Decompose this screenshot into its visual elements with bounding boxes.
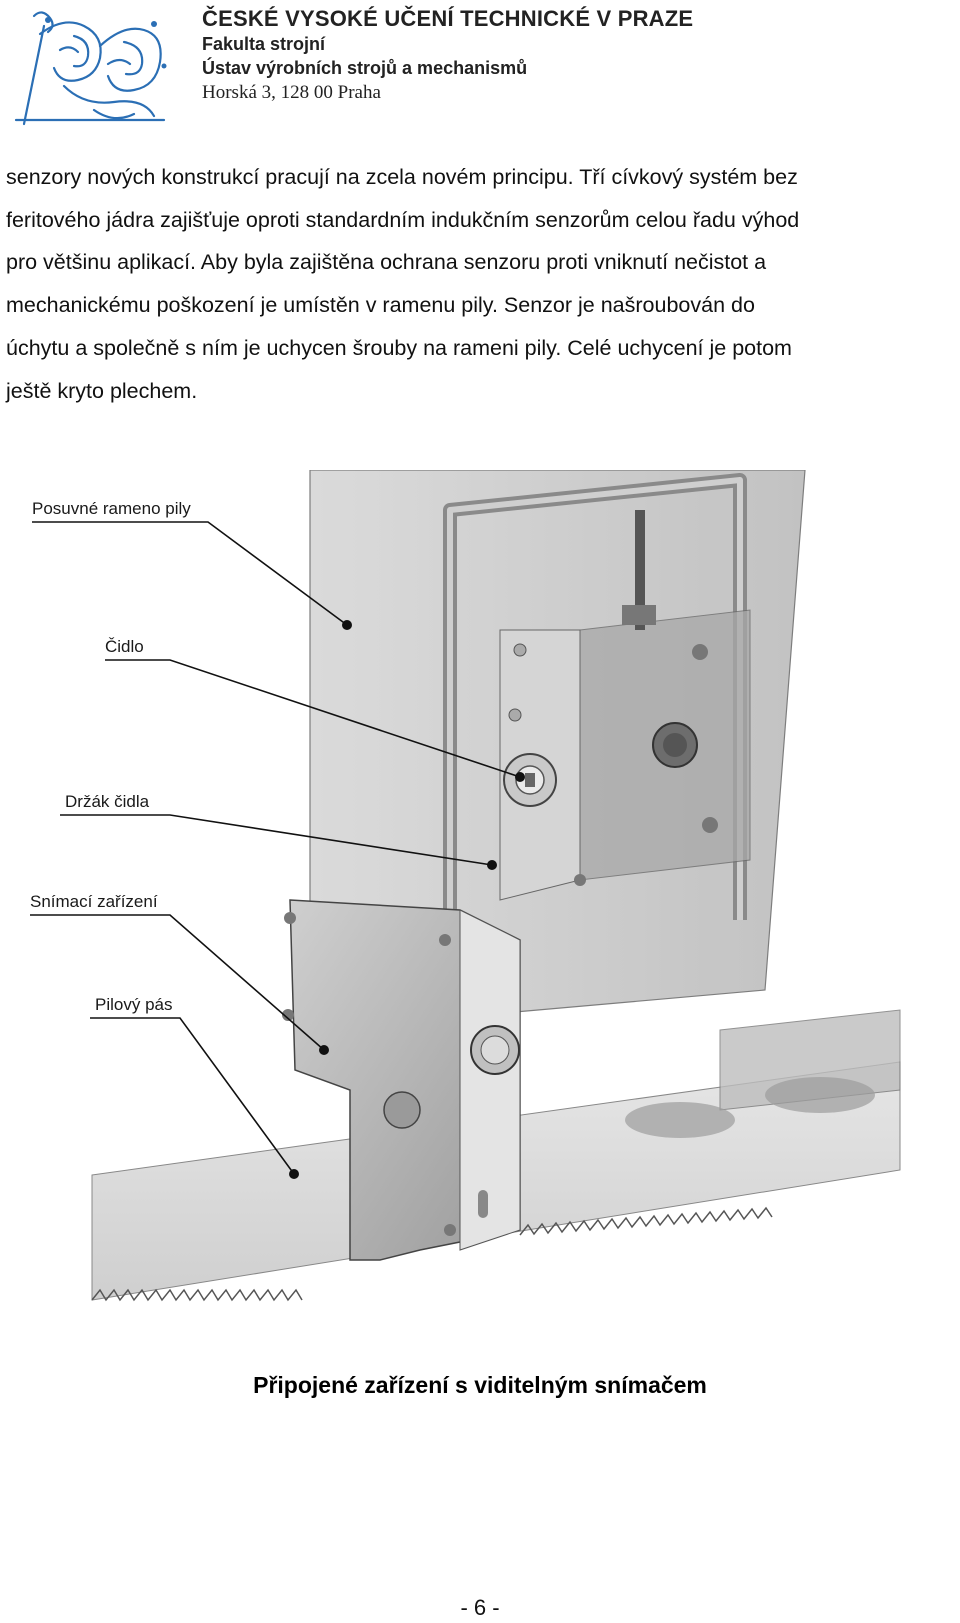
body-paragraph: senzory nových konstrukcí pracují na zce… xyxy=(6,156,946,412)
institute-name: Ústav výrobních strojů a mechanismů xyxy=(202,58,528,78)
sensor-assembly-drawing: Posuvné rameno pily Čidlo Držák čidla Sn… xyxy=(30,470,901,1302)
label-sensor: Čidlo xyxy=(105,637,144,656)
university-logo xyxy=(14,11,167,126)
figure-illustration: Posuvné rameno pily Čidlo Držák čidla Sn… xyxy=(20,470,940,1340)
address: Horská 3, 128 00 Praha xyxy=(202,82,381,103)
body-line: ještě kryto plechem. xyxy=(6,378,198,403)
label-sensor-holder: Držák čidla xyxy=(65,792,150,811)
body-line: mechanickému poškození je umístěn v rame… xyxy=(6,293,755,318)
figure-caption: Připojené zařízení s viditelným snímačem xyxy=(253,1372,707,1398)
sensing-device xyxy=(282,899,521,1261)
mounting-block xyxy=(499,510,751,901)
label-sensing-device: Snímací zařízení xyxy=(30,892,158,911)
body-line: pro většinu aplikací. Aby byla zajištěna… xyxy=(6,250,767,275)
label-saw-blade: Pilový pás xyxy=(95,995,172,1014)
callout-dots xyxy=(289,620,525,1179)
body-line: senzory nových konstrukcí pracují na zce… xyxy=(6,165,798,189)
body-line: feritového jádra zajišťuje oproti standa… xyxy=(6,207,800,232)
page-header: ČESKÉ VYSOKÉ UČENÍ TECHNICKÉ V PRAZE Fak… xyxy=(0,0,960,135)
body-line: úchytu a společně s ním je uchycen šroub… xyxy=(6,335,792,360)
faculty-name: Fakulta strojní xyxy=(202,34,326,54)
callout-lines xyxy=(30,521,521,1175)
label-sliding-arm: Posuvné rameno pily xyxy=(32,499,191,518)
sensor xyxy=(503,643,557,807)
header-text-block: ČESKÉ VYSOKÉ UČENÍ TECHNICKÉ V PRAZE Fak… xyxy=(202,6,693,106)
page-number: - 6 - xyxy=(460,1595,500,1620)
university-name: ČESKÉ VYSOKÉ UČENÍ TECHNICKÉ V PRAZE xyxy=(202,6,694,31)
